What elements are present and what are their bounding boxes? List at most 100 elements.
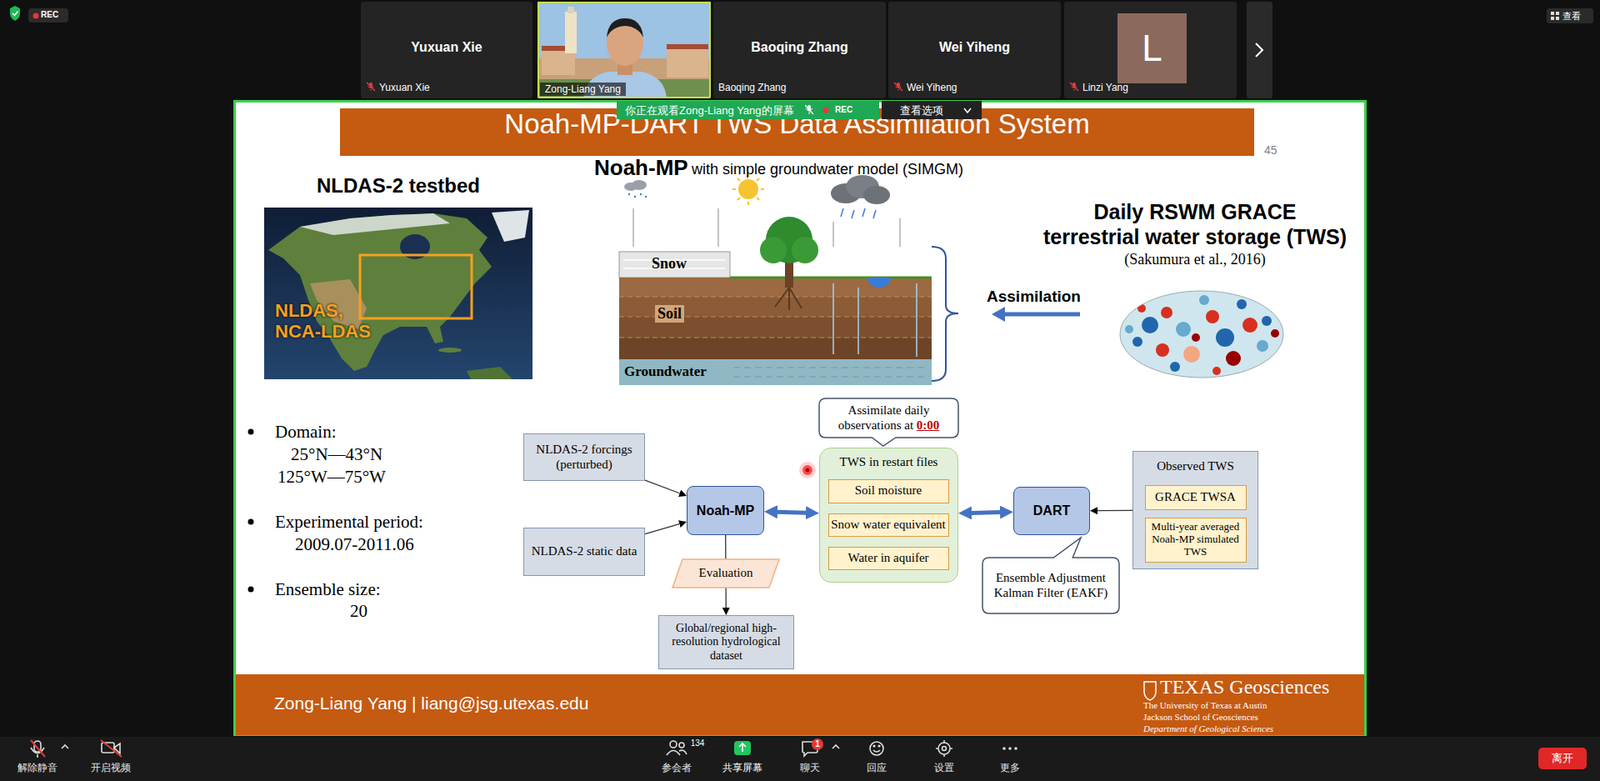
laser-pointer bbox=[799, 461, 816, 479]
grace-globe bbox=[1212, 366, 1221, 375]
land-model-illustration bbox=[619, 337, 932, 360]
participant-tile: Yuxuan XieYuxuan Xie bbox=[360, 1, 533, 99]
badge-number: 1 bbox=[815, 739, 820, 750]
sharing-banner bbox=[823, 107, 830, 114]
rec-badge bbox=[33, 12, 40, 19]
tile-scroll-arrow bbox=[1255, 43, 1263, 57]
participant-tile bbox=[365, 81, 376, 92]
state-variable-box: Snow water equivalent bbox=[828, 513, 950, 537]
panel-heading: NLDAS-2 testbed bbox=[316, 174, 480, 198]
grace-globe bbox=[1132, 336, 1143, 347]
toolbar-icons bbox=[30, 740, 45, 757]
arrow-label: Assimilation bbox=[986, 287, 1081, 306]
node-text: Baoqing Zhang bbox=[713, 40, 886, 55]
toolbar-icons bbox=[61, 745, 69, 749]
bullet-dots bbox=[248, 429, 255, 435]
rec-badge bbox=[32, 12, 40, 20]
toolbar-icons bbox=[878, 745, 880, 747]
land-model-illustration bbox=[619, 296, 932, 338]
toolbar-icons bbox=[734, 740, 751, 755]
participant-tile bbox=[1069, 81, 1080, 92]
layer-label: Snow bbox=[651, 255, 687, 273]
callout-box bbox=[982, 537, 1120, 614]
toolbar-label: 回应 bbox=[866, 760, 887, 775]
bullet-text: Ensemble size: bbox=[275, 579, 381, 600]
chat-badge bbox=[811, 738, 824, 750]
connector bbox=[971, 510, 1000, 515]
node-text: 离开 bbox=[1551, 750, 1574, 766]
toolbar bbox=[0, 736, 1600, 781]
page-number: 45 bbox=[1264, 143, 1278, 157]
laser-pointer bbox=[802, 465, 813, 475]
logo-subtext: Jackson School of Geosciences bbox=[1143, 711, 1259, 723]
land-model-illustration bbox=[640, 193, 642, 195]
node-text: Wei Yiheng bbox=[906, 81, 958, 94]
participant-count: 134 bbox=[690, 738, 705, 748]
participant-tile: Wei YihengWei Yiheng bbox=[888, 1, 1061, 99]
callout-box: Assimilate daily observations at0:00 bbox=[819, 398, 959, 438]
output-box: Global/regional high-resolution hydrolog… bbox=[658, 615, 795, 670]
node-text: Baoqing Zhang bbox=[718, 81, 786, 94]
video-frame bbox=[567, 6, 575, 14]
model-subheading: with simple groundwater model (SIMGM) bbox=[691, 160, 964, 179]
leave-button: 离开 bbox=[1538, 747, 1587, 770]
grace-globe bbox=[1225, 350, 1241, 366]
logo-text: TEXAS Geosciences bbox=[1160, 675, 1330, 698]
video-frame bbox=[565, 11, 577, 54]
assimilation-arrow bbox=[1003, 312, 1080, 317]
map-image bbox=[360, 255, 472, 319]
grace-globe bbox=[1270, 329, 1280, 338]
node-text: Ensemble Adjustment Kalman Filter (EAKF) bbox=[989, 570, 1113, 600]
bullet-text: Domain: bbox=[275, 421, 337, 443]
sharing-banner bbox=[805, 105, 814, 115]
view-options-button: 查看选项 bbox=[881, 100, 982, 120]
land-model-illustration bbox=[619, 359, 932, 385]
input-box: NLDAS-2 static data bbox=[523, 527, 645, 576]
toolbar-label: 设置 bbox=[934, 760, 955, 775]
node-text: REC bbox=[40, 10, 59, 20]
toolbar-icons bbox=[101, 742, 115, 753]
participant-tile bbox=[1070, 82, 1079, 91]
observation-box: GRACE TWSA bbox=[1145, 485, 1247, 510]
laser-pointer bbox=[799, 461, 816, 479]
toolbar-icons bbox=[670, 740, 677, 748]
assimilation-arrow bbox=[991, 306, 1005, 322]
bullet-value: 2009.07-2011.06 bbox=[295, 534, 415, 555]
toolbar-label: 聊天 bbox=[800, 760, 820, 775]
land-model-illustration bbox=[738, 179, 759, 200]
university-shield bbox=[1144, 681, 1156, 700]
land-model-illustration bbox=[619, 277, 932, 297]
logo-subtext: Department of Geological Sciences bbox=[1143, 723, 1274, 735]
node-text: Multi-year averaged Noah-MP simulated TW… bbox=[1149, 520, 1243, 559]
bullet-text: Experimental period: bbox=[275, 511, 424, 533]
observation-group: Observed TWSGRACE TWSAMulti-year average… bbox=[1132, 450, 1259, 570]
observation-box: Multi-year averaged Noah-MP simulated TW… bbox=[1145, 517, 1247, 563]
grace-globe bbox=[1155, 343, 1170, 357]
participant-tile: Baoqing ZhangBaoqing Zhang bbox=[713, 1, 886, 99]
land-model-illustration bbox=[840, 208, 876, 219]
land-model-illustration bbox=[619, 173, 932, 385]
node-text: Soil moisture bbox=[855, 483, 922, 498]
node-text: 0:00 bbox=[916, 418, 940, 432]
tile-scroll-arrow bbox=[1246, 1, 1273, 99]
video-frame bbox=[666, 48, 709, 78]
assimilation-arrow bbox=[991, 306, 1080, 322]
tile-scroll-arrow bbox=[1246, 1, 1273, 99]
land-model-illustration bbox=[833, 283, 917, 357]
grace-globe bbox=[1160, 306, 1173, 319]
node-text: 查看选项 bbox=[900, 103, 944, 119]
grace-globe bbox=[1170, 361, 1180, 372]
connector bbox=[645, 480, 680, 494]
toolbar-label: 参会者 bbox=[661, 760, 692, 775]
grace-globe bbox=[1125, 295, 1280, 375]
map-image bbox=[466, 366, 513, 380]
node-text: Water in aquifer bbox=[847, 550, 929, 565]
sharing-banner: 你正在观看Zong-Liang Yang的屏幕REC bbox=[616, 100, 880, 120]
node-text: Global/regional high-resolution hydrolog… bbox=[664, 621, 789, 662]
toolbar-label: 解除静音 bbox=[17, 760, 58, 775]
callout-box: Ensemble Adjustment Kalman Filter (EAKF) bbox=[982, 557, 1120, 614]
layer-label: Soil bbox=[655, 305, 685, 323]
grace-globe bbox=[1199, 295, 1210, 305]
grace-globe bbox=[1215, 328, 1235, 347]
node-text: Evaluation bbox=[699, 565, 754, 580]
